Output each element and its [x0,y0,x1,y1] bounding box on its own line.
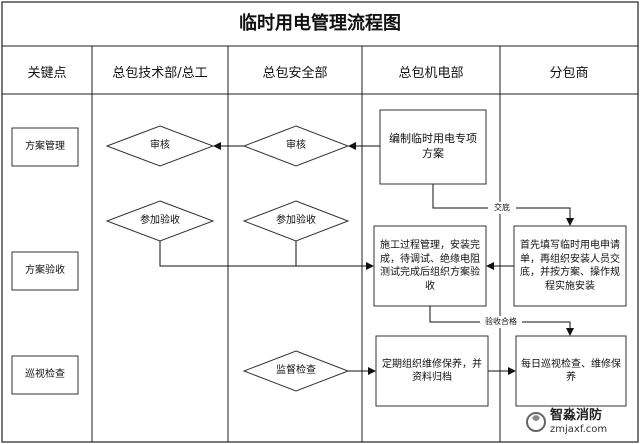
construction-label: 施工过程管理，安装完成，待调试、绝缘电阻测试完成后组织方案验收 [380,240,480,292]
keypoint-inspect-label: 巡视检查 [25,369,65,381]
page-title: 临时用电管理流程图 [239,13,401,34]
box-maintain [375,335,489,407]
review-safety-label: 审核 [286,140,306,152]
diamond-review-safety [242,125,350,167]
keypoint-box-plan [11,127,79,167]
diamond-review-tech [105,125,215,167]
column-header-safety: 总包安全部 [262,65,328,81]
arrow-tech-accept-to-construction [159,241,374,270]
keypoint-plan-label: 方案管理 [25,141,65,153]
plan-compile-label: 编制临时用电专项方案 [389,132,477,160]
edge-label-handover: 交底 [488,202,516,214]
edge-label-accepted: 验收合格 [480,316,522,328]
keypoint-box-inspect [11,355,79,395]
sub-apply-label: 首先填写临时用电申请单，再组织安装人员交底，并按方案、操作规程实施安装 [520,240,620,292]
accept-safety-label: 参加验收 [276,215,316,227]
box-sub-apply [513,225,627,307]
watermark-url: zmjaxf.com [550,424,608,435]
keypoint-accept-label: 方案验收 [25,265,65,277]
box-daily [515,335,627,407]
keypoint-box-accept [11,251,79,291]
review-tech-label: 审核 [150,140,170,152]
accept-tech-label: 参加验收 [140,215,180,227]
column-header-tech: 总包技术部/总工 [112,65,208,81]
daily-label: 每日巡视检查、维修保养 [521,358,621,384]
watermark-logo-icon [526,412,546,432]
column-header-subcontractor: 分包商 [549,65,589,81]
column-header-keypoints: 关键点 [27,65,67,81]
maintain-label: 定期组织维修保养，并资料归档 [382,358,482,384]
supervise-label: 监督检查 [276,365,316,377]
watermark-name: 智淼消防 [550,408,603,423]
column-header-mep: 总包机电部 [398,65,464,81]
diamond-supervise [242,350,350,392]
